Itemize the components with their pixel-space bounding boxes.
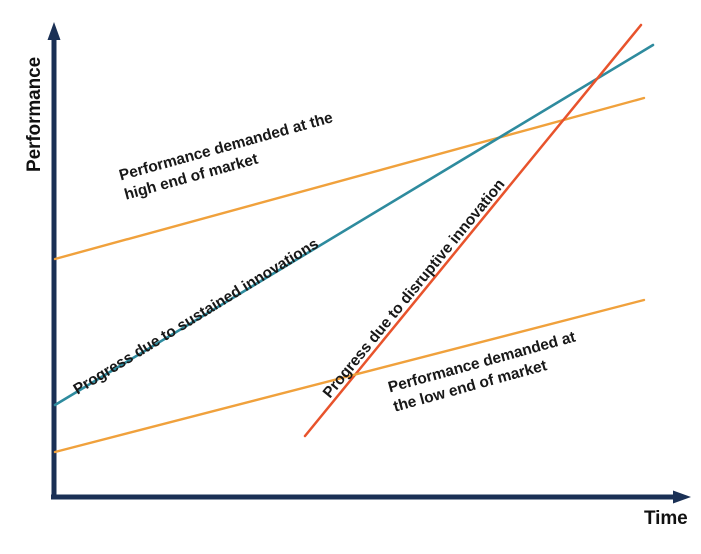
x-axis [51,490,691,504]
y-axis [47,22,61,498]
x-axis-arrowhead-icon [673,490,691,504]
x-axis-title: Time [644,508,688,529]
series-line-low-end-demand [53,298,646,454]
y-axis-title: Performance [24,56,45,172]
series-line-sustained-innovation [53,43,655,407]
series-line-disruptive-innovation [303,23,643,438]
series-line-high-end-demand [53,96,646,261]
y-axis-arrowhead-icon [47,22,61,40]
